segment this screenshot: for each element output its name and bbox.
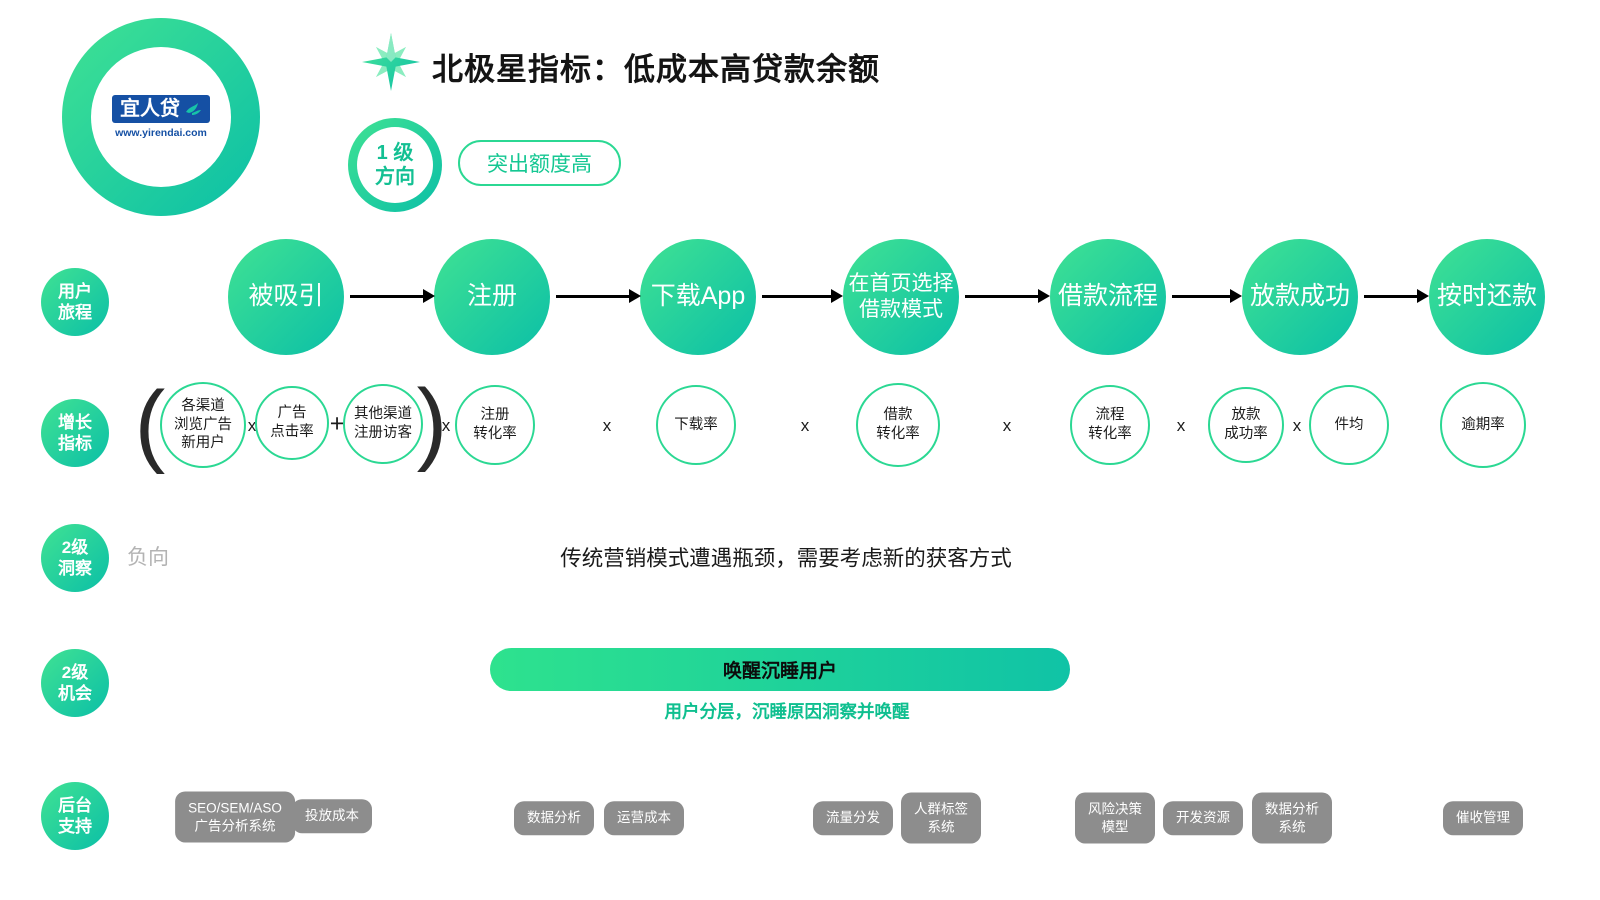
- metric-overdue-rate: 逾期率: [1440, 382, 1526, 468]
- op-multiply-6: x: [1176, 416, 1186, 435]
- metric-avg-ticket: 件均: [1309, 385, 1389, 465]
- row-label-growth-metrics: 增长 指标: [41, 399, 109, 467]
- support-dev-resources: 开发资源: [1163, 801, 1243, 835]
- negative-direction-label: 负向: [127, 546, 169, 569]
- journey-step-attracted: 被吸引: [228, 239, 344, 355]
- op-multiply-5: x: [1002, 416, 1012, 435]
- journey-step-register: 注册: [434, 239, 550, 355]
- op-multiply-7: x: [1292, 416, 1302, 435]
- journey-step-loan-disbursed: 放款成功: [1242, 239, 1358, 355]
- journey-arrow-5: [1172, 289, 1242, 303]
- journey-arrow-4: [965, 289, 1050, 303]
- support-collection-management: 催收管理: [1443, 801, 1523, 835]
- metric-other-channel-visitors: 其他渠道 注册访客: [343, 384, 423, 464]
- row-label-level2-opportunity: 2级 机会: [41, 649, 109, 717]
- op-multiply-1: x: [247, 416, 257, 435]
- level1-direction-badge: 1 级 方向: [348, 118, 442, 212]
- journey-step-repay-on-time: 按时还款: [1429, 239, 1545, 355]
- support-seo-sem-aso-ad-analysis: SEO/SEM/ASO 广告分析系统: [175, 791, 295, 843]
- journey-arrow-2: [556, 289, 641, 303]
- row-label-level2-insight: 2级 洞察: [41, 524, 109, 592]
- row-label-backend-support: 后台 支持: [41, 782, 109, 850]
- journey-arrow-6: [1364, 289, 1429, 303]
- op-multiply-4: x: [800, 416, 810, 435]
- bird-icon: [186, 102, 201, 115]
- op-plus: +: [329, 409, 345, 438]
- support-ad-spend: 投放成本: [292, 799, 372, 833]
- yirendai-logo-url: www.yirendai.com: [115, 127, 207, 139]
- yirendai-logo-text: 宜人贷: [120, 98, 180, 120]
- journey-step-choose-loan-mode: 在首页选择 借款模式: [843, 239, 959, 355]
- yirendai-logo: 宜人贷 www.yirendai.com: [91, 47, 231, 187]
- journey-arrow-1: [350, 289, 435, 303]
- metric-process-conversion: 流程 转化率: [1070, 385, 1150, 465]
- support-risk-decision-model: 风险决策 模型: [1075, 792, 1155, 844]
- metric-disburse-success-rate: 放款 成功率: [1208, 387, 1284, 463]
- page-title: 北极星指标：低成本高贷款余额: [432, 52, 880, 87]
- metric-register-conversion: 注册 转化率: [455, 385, 535, 465]
- level1-direction-label: 1 级 方向: [357, 127, 433, 203]
- row-label-user-journey: 用户 旅程: [41, 268, 109, 336]
- highlight-pill: 突出额度高: [458, 140, 621, 186]
- opportunity-pill: 唤醒沉睡用户: [490, 648, 1070, 691]
- support-data-analysis: 数据分析: [514, 801, 594, 835]
- insight-text: 传统营销模式遭遇瓶颈，需要考虑新的获客方式: [560, 546, 1012, 571]
- metric-ad-click-rate: 广告 点击率: [255, 386, 329, 460]
- metric-download-rate: 下载率: [656, 385, 736, 465]
- metric-loan-conversion: 借款 转化率: [856, 383, 940, 467]
- paren-close: ): [416, 371, 448, 473]
- op-multiply-2: x: [441, 416, 451, 435]
- opportunity-subtext: 用户分层，沉睡原因洞察并唤醒: [664, 701, 910, 722]
- journey-step-download-app: 下载App: [640, 239, 756, 355]
- support-user-tag-system: 人群标签 系统: [901, 792, 981, 844]
- yirendai-logo-ring: 宜人贷 www.yirendai.com: [62, 18, 260, 216]
- support-operations-cost: 运营成本: [604, 801, 684, 835]
- journey-step-loan-process: 借款流程: [1050, 239, 1166, 355]
- op-multiply-3: x: [602, 416, 612, 435]
- support-traffic-distribution: 流量分发: [813, 801, 893, 835]
- support-data-analysis-system: 数据分析 系统: [1252, 792, 1332, 844]
- north-star-icon: [362, 33, 420, 91]
- journey-arrow-3: [762, 289, 843, 303]
- metric-channel-ad-new-users: 各渠道 浏览广告 新用户: [160, 382, 246, 468]
- yirendai-logo-box: 宜人贷: [112, 95, 210, 123]
